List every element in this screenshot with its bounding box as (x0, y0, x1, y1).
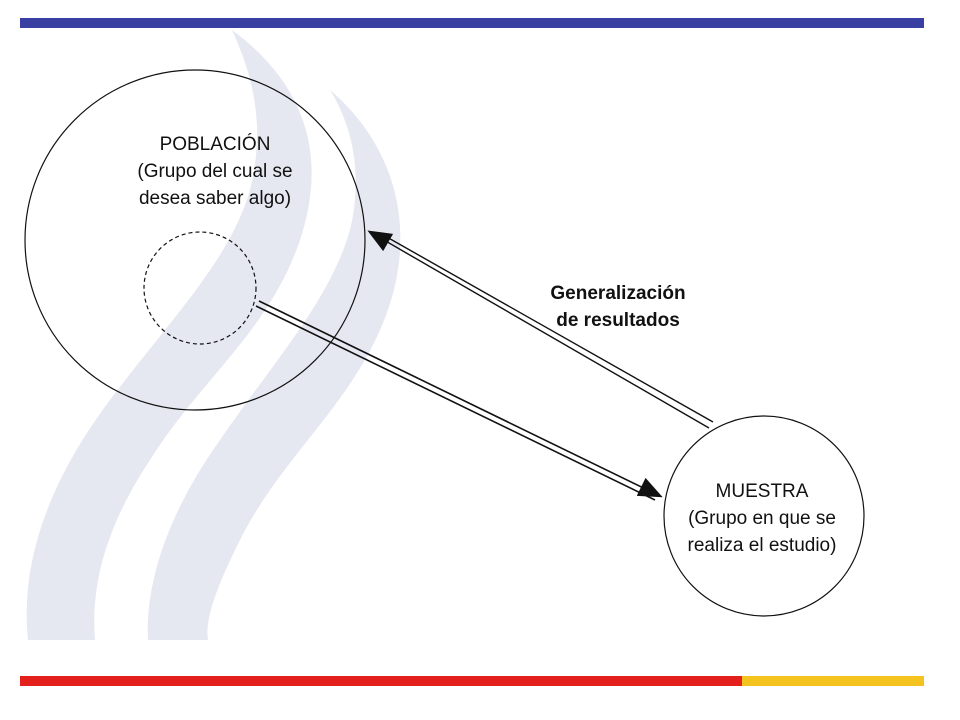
population-circle (24, 69, 366, 411)
sampling-arrow (255, 300, 663, 501)
sample-title: MUESTRA (715, 481, 809, 502)
sample-subset-dashed-circle (143, 231, 257, 345)
generalization-line-2: de resultados (556, 310, 680, 331)
population-description-line-2: desea saber algo) (138, 188, 292, 209)
generalization-line-1: Generalización (550, 283, 686, 304)
population-label: POBLACIÓN (Grupo del cual se desea saber… (80, 131, 350, 212)
population-title: POBLACIÓN (159, 134, 271, 155)
population-description-line-1: (Grupo del cual se (137, 161, 293, 182)
generalization-label: Generalización de resultados (500, 280, 736, 334)
generalization-arrow (367, 230, 714, 429)
sample-description-line-2: realiza el estudio) (687, 535, 837, 556)
bottom-yellow-accent-bar (742, 676, 924, 686)
logo-watermark-icon (26, 30, 401, 640)
bottom-red-accent-bar (20, 676, 742, 686)
top-accent-bar (20, 18, 924, 28)
sample-description-line-1: (Grupo en que se (688, 508, 836, 529)
sample-circle (663, 415, 865, 617)
sample-label: MUESTRA (Grupo en que se realiza el estu… (648, 478, 876, 559)
